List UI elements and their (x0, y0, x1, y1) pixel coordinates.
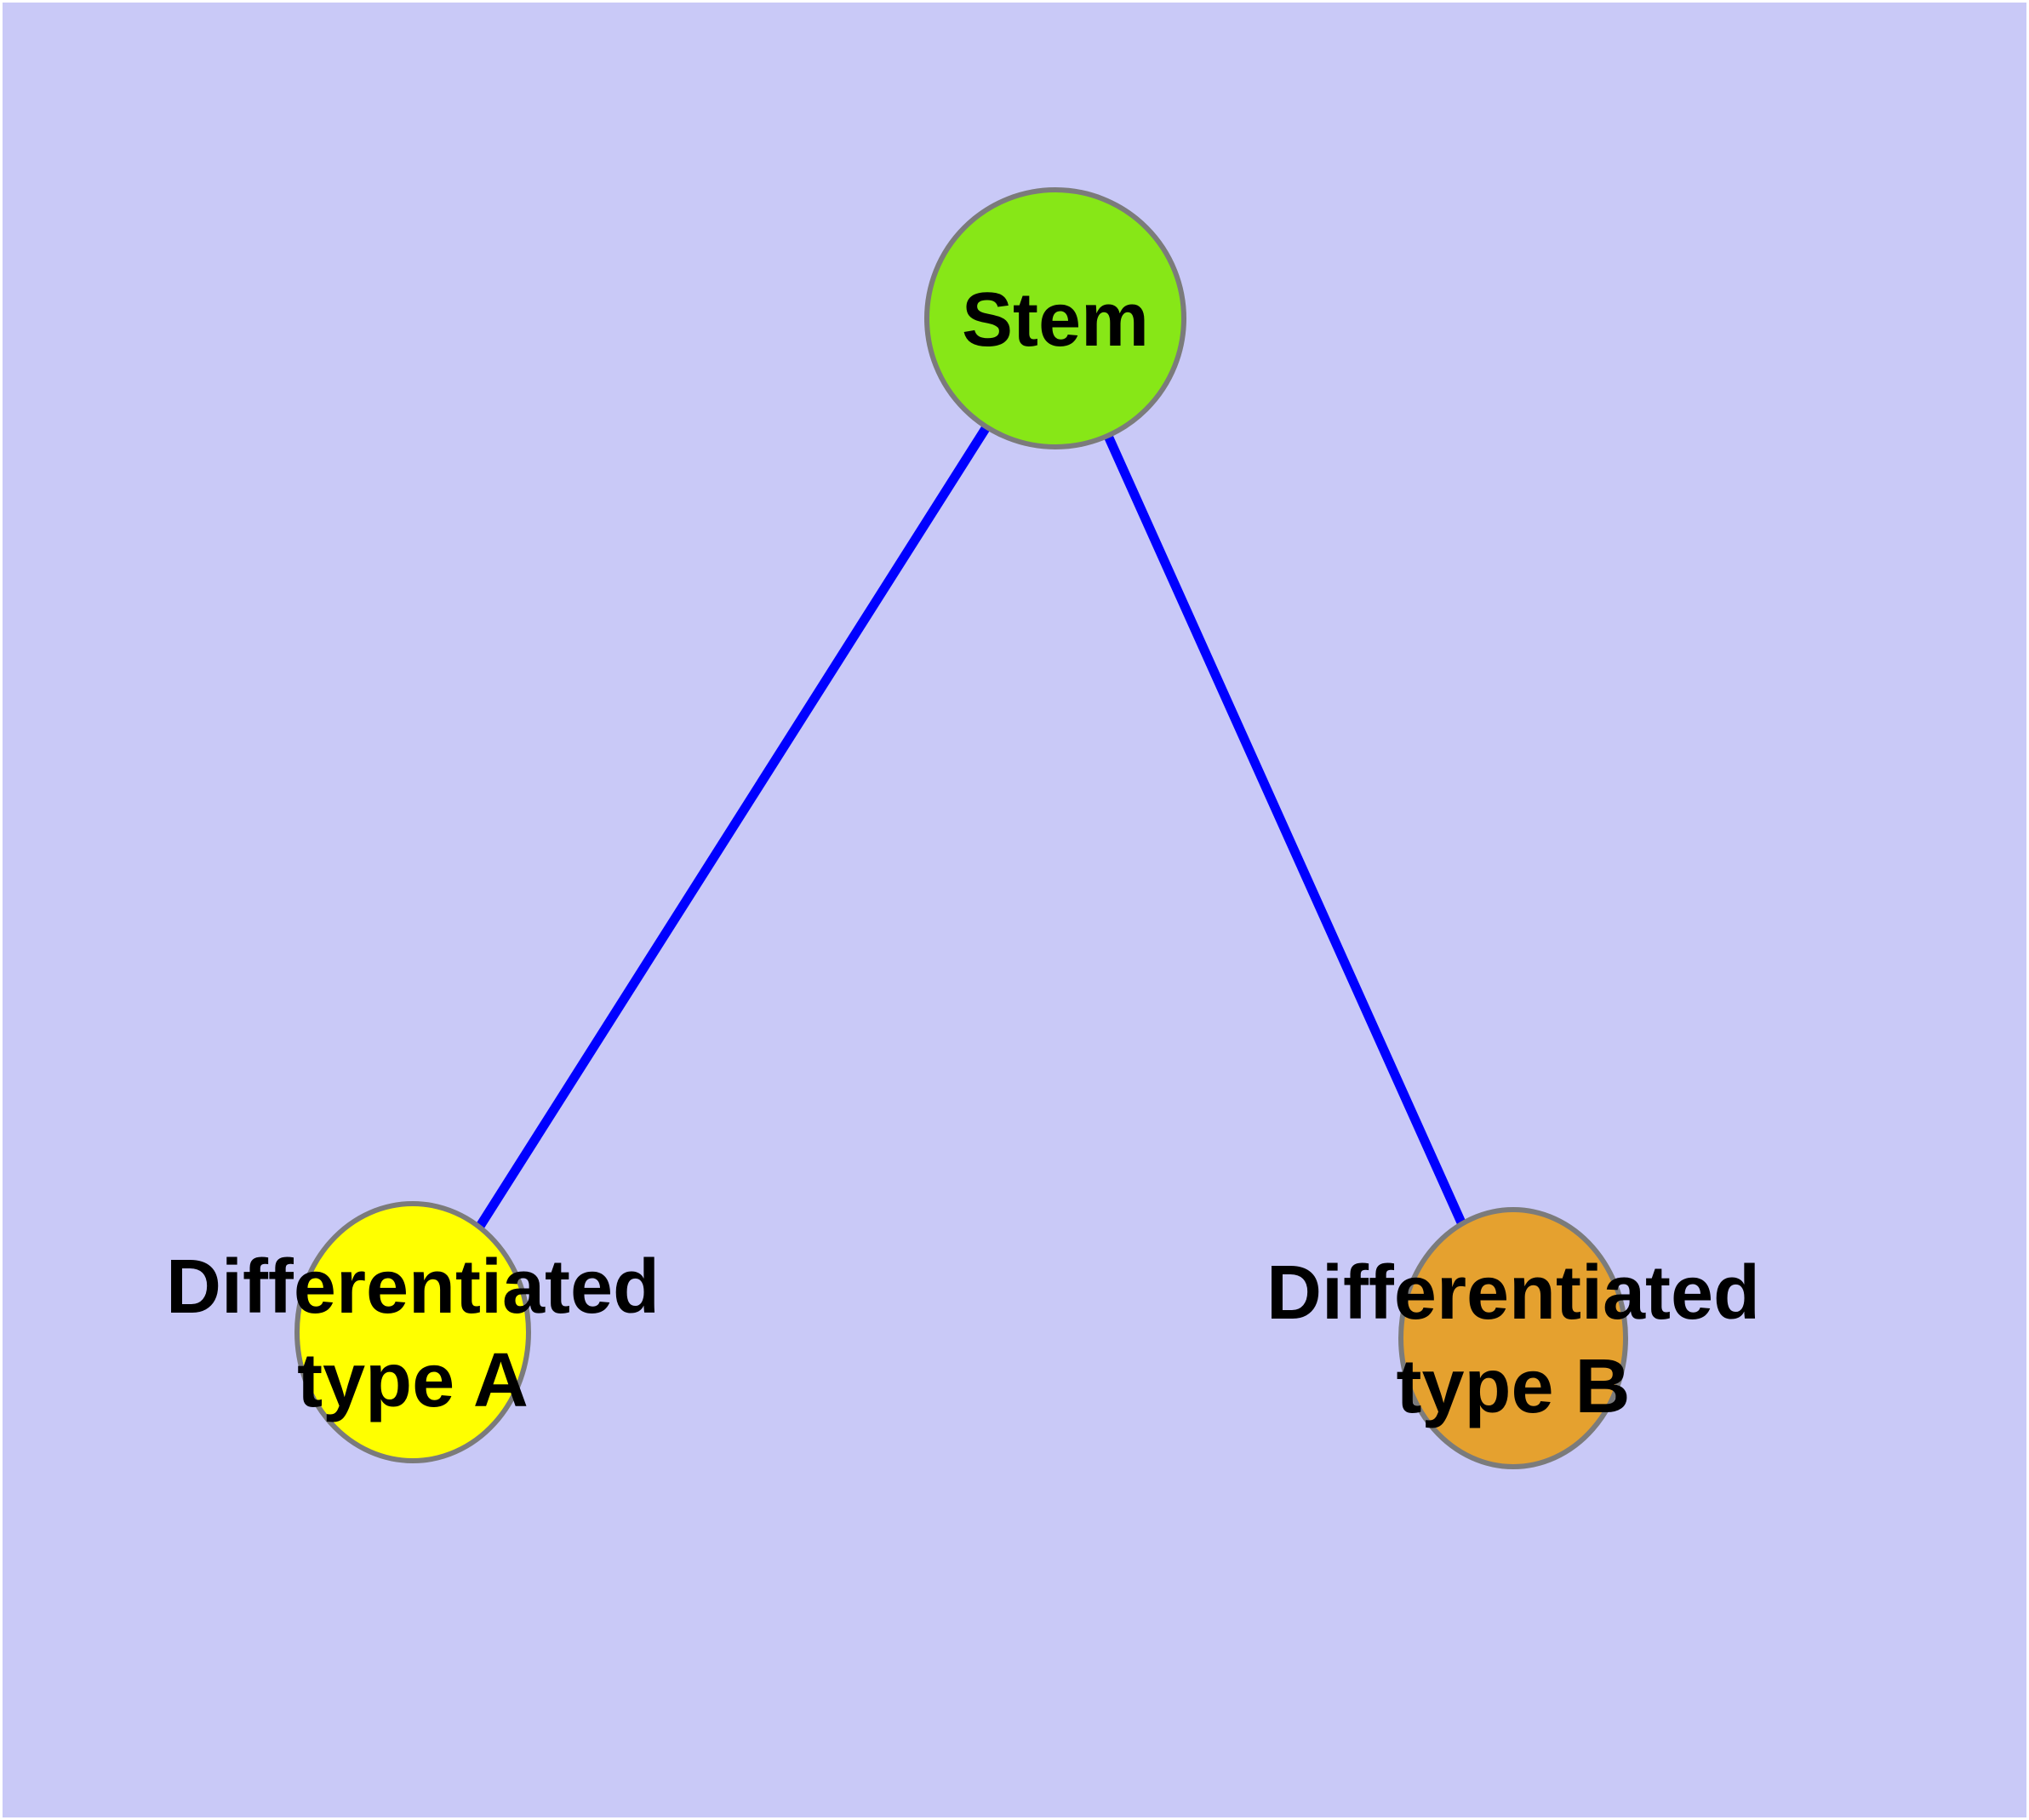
edge-stem-diff-type-a (409, 316, 1060, 1335)
node-label-line: Differentiated (166, 1245, 660, 1330)
node-diff-type-a (294, 1201, 531, 1463)
node-label-line: type B (1396, 1344, 1630, 1429)
node-label-line: Differentiated (1266, 1251, 1760, 1336)
node-stem (924, 187, 1186, 449)
nodes-layer (294, 187, 1628, 1469)
node-label-line: Stem (962, 278, 1149, 363)
node-diff-type-b (1398, 1207, 1628, 1469)
node-label-line: type A (297, 1338, 529, 1423)
edge-stem-diff-type-b (1050, 316, 1518, 1341)
node-label-stem: Stem (962, 278, 1149, 363)
edges-layer (409, 316, 1518, 1341)
